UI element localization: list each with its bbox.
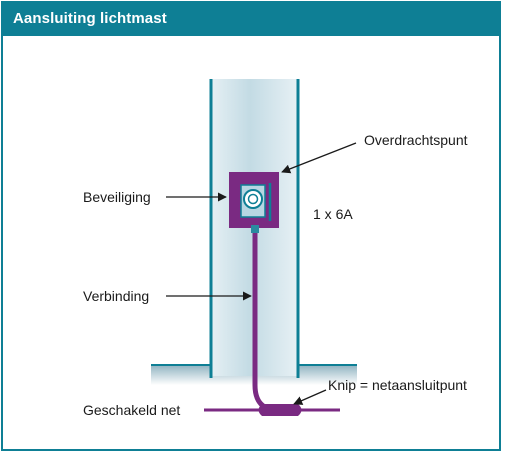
fuse-icon-inner xyxy=(247,193,259,205)
label-overdrachtspunt: Overdrachtspunt xyxy=(364,132,468,148)
label-geschakeld-net: Geschakeld net xyxy=(83,402,181,418)
fuse-terminal xyxy=(251,225,259,233)
splice-knip xyxy=(258,404,302,416)
label-verbinding: Verbinding xyxy=(83,288,150,304)
label-rating: 1 x 6A xyxy=(313,206,353,222)
diagram-title: Aansluiting lichtmast xyxy=(13,10,167,27)
fuse-icon xyxy=(243,189,263,209)
label-beveiliging: Beveiliging xyxy=(83,189,151,205)
label-knip: Knip = netaansluitpunt xyxy=(328,377,467,393)
knip-arrow xyxy=(293,389,327,405)
title-bar: Aansluiting lichtmast xyxy=(3,3,499,36)
overdrachtspunt-arrow xyxy=(281,142,357,174)
